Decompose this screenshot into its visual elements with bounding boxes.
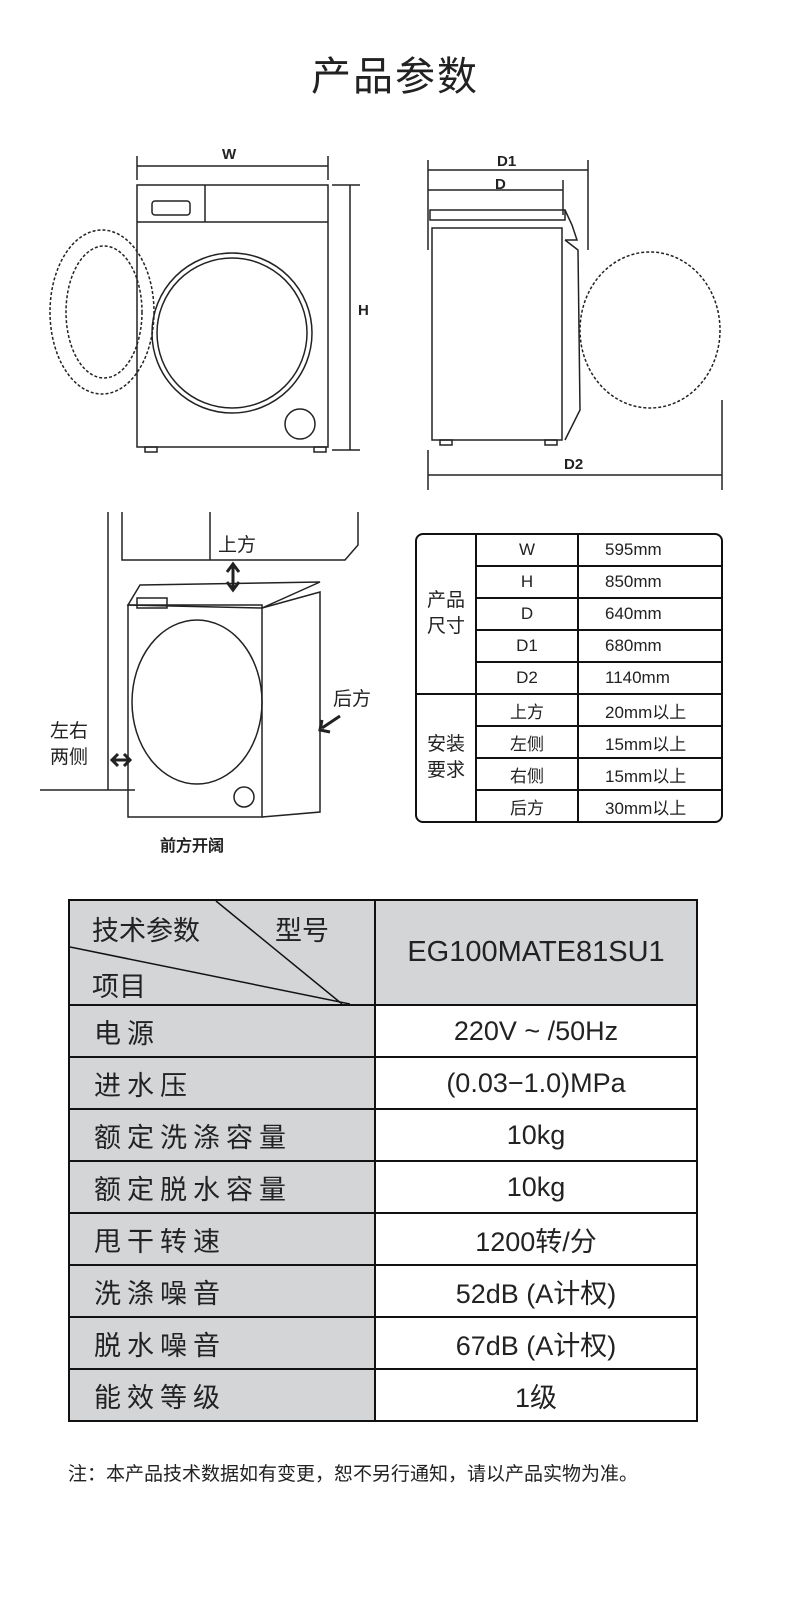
table-cell: 15mm以上 (579, 759, 721, 791)
label-d: D (495, 176, 506, 193)
spec-header-row: 技术参数 型号 项目 EG100MATE81SU1 (68, 899, 698, 1006)
group-install: 安装要求 (417, 695, 477, 821)
table-cell: 额定脱水容量 (68, 1160, 376, 1214)
table-row: 后方 30mm以上 (417, 791, 721, 821)
header-item: 项目 (92, 972, 146, 1003)
table-cell: 能效等级 (68, 1368, 376, 1422)
header-tech: 技术参数 (92, 916, 200, 947)
table-cell: 技术参数 型号 项目 (68, 899, 376, 1006)
table-cell: 10kg (374, 1108, 698, 1162)
table-cell: 1级 (374, 1368, 698, 1422)
label-d2: D2 (564, 456, 584, 473)
label-front: 前方开阔 (160, 836, 225, 855)
label-sides-2: 两侧 (50, 746, 89, 768)
table-cell: 67dB (A计权) (374, 1316, 698, 1370)
label-back: 后方 (333, 688, 372, 710)
label-sides-1: 左右 (50, 720, 89, 742)
washer-dimension-drawings (40, 156, 723, 818)
table-cell: 右侧 (477, 759, 579, 791)
table-cell: 680mm (579, 631, 721, 663)
table-cell: 上方 (477, 695, 579, 727)
installation-clearance-drawing (40, 512, 359, 818)
group-size: 产品尺寸 (417, 535, 477, 695)
table-cell: 52dB (A计权) (374, 1264, 698, 1318)
header-diagonal-lines (70, 901, 350, 1004)
table-cell: 进水压 (68, 1056, 376, 1110)
table-cell: D2 (477, 663, 579, 695)
table-cell: D (477, 599, 579, 631)
element: 安装 (426, 734, 465, 755)
table-cell: 595mm (579, 535, 721, 567)
element: 要求 (426, 760, 465, 781)
table-cell: 10kg (374, 1160, 698, 1214)
page-title: 产品参数 (311, 54, 479, 100)
table-cell: 洗涤噪音 (68, 1264, 376, 1318)
table-cell: 甩干转速 (68, 1212, 376, 1266)
table-cell: 15mm以上 (579, 727, 721, 759)
disclaimer-note: 注：本产品技术数据如有变更，恕不另行通知，请以产品实物为准。 (68, 1463, 639, 1485)
table-cell: 850mm (579, 567, 721, 599)
table-cell: 额定洗涤容量 (68, 1108, 376, 1162)
table-cell: 后方 (477, 791, 579, 821)
table-cell: W (477, 535, 579, 567)
table-cell: 1140mm (579, 663, 721, 695)
table-cell: 脱水噪音 (68, 1316, 376, 1370)
table-cell: (0.03−1.0)MPa (374, 1056, 698, 1110)
table-cell: 220V ~ /50Hz (374, 1004, 698, 1058)
table-row: 进水压(0.03−1.0)MPa (68, 1056, 698, 1110)
element: 产品 (426, 590, 465, 611)
table-cell: 640mm (579, 599, 721, 631)
label-top: 上方 (218, 534, 257, 556)
table-cell: 20mm以上 (579, 695, 721, 727)
table-cell: 30mm以上 (605, 798, 687, 818)
label-h: H (358, 302, 369, 319)
table-cell: H (477, 567, 579, 599)
table-cell: 1200转/分 (374, 1212, 698, 1266)
label-w: W (222, 146, 237, 163)
element: 尺寸 (426, 616, 465, 637)
label-d1: D1 (497, 153, 517, 170)
front-view-drawing (49, 156, 360, 453)
table-cell: 电源 (68, 1004, 376, 1058)
header-model-label: 型号 (275, 916, 329, 947)
table-cell: 左侧 (477, 727, 579, 759)
table-cell: D1 (477, 631, 579, 663)
model-number: EG100MATE81SU1 (374, 899, 698, 1006)
side-view-drawing (427, 160, 723, 490)
